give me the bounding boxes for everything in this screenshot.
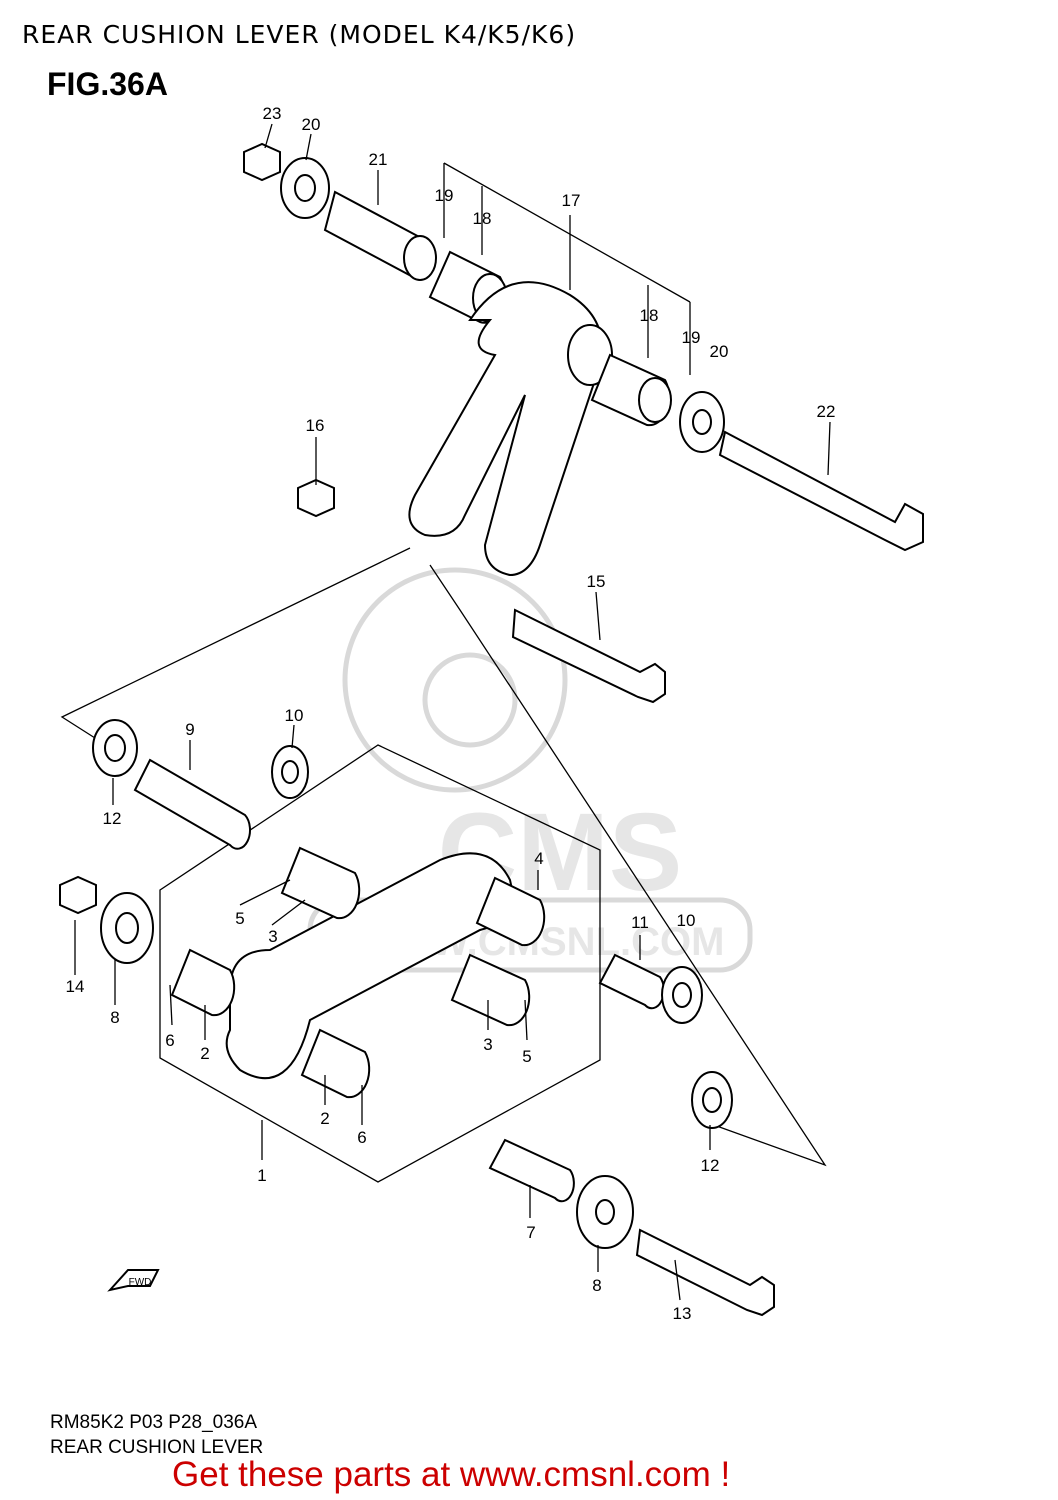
figure-label: FIG.36A: [47, 66, 168, 102]
forward-arrow-icon: FWD: [107, 1269, 160, 1292]
callout-4: 4: [534, 849, 543, 868]
callout-11: 11: [631, 913, 649, 932]
bolt-22: [718, 430, 924, 552]
promo-link[interactable]: Get these parts at www.cmsnl.com !: [172, 1455, 731, 1494]
callout-13: 13: [673, 1304, 692, 1323]
callout-10b: 10: [677, 911, 696, 930]
callout-17: 17: [562, 191, 581, 210]
nut-23: [243, 142, 281, 182]
callout-14: 14: [66, 977, 85, 996]
callout-10: 10: [285, 706, 304, 725]
callout-3: 3: [268, 927, 277, 946]
bearing-2-right: [300, 1028, 371, 1099]
nut-16: [297, 478, 335, 518]
callout-9: 9: [185, 720, 194, 739]
cushion-lever-17: [408, 281, 603, 577]
diagram-code: RM85K2 P03 P28_036A: [50, 1412, 258, 1433]
callout-20b: 20: [710, 342, 729, 361]
callout-19b: 19: [682, 328, 701, 347]
bolt-13: [635, 1228, 775, 1317]
callout-8: 8: [110, 1008, 119, 1027]
bolt-15: [511, 608, 666, 704]
callout-5b: 5: [522, 1047, 531, 1066]
callout-8b: 8: [592, 1276, 601, 1295]
callout-22: 22: [817, 402, 836, 421]
bearing-4: [475, 876, 546, 947]
callout-6: 6: [165, 1031, 174, 1050]
collar-7: [488, 1138, 575, 1203]
callout-1: 1: [257, 1166, 266, 1185]
callout-2: 2: [200, 1044, 209, 1063]
callout-3b: 3: [483, 1035, 492, 1054]
callout-labels: 23 20 21 19 18 17 18 19 20 22 16 15 10 9…: [66, 104, 836, 1323]
callout-16: 16: [306, 416, 325, 435]
callout-6b: 6: [357, 1128, 366, 1147]
nut-14: [59, 875, 97, 915]
diagram-name: REAR CUSHION LEVER: [50, 1437, 264, 1458]
callout-7: 7: [526, 1223, 535, 1242]
cushion-rod-parts: [59, 719, 775, 1317]
callout-21: 21: [369, 150, 388, 169]
callout-5: 5: [235, 909, 244, 928]
assembly-guides: [60, 162, 827, 1183]
callout-12: 12: [103, 809, 122, 828]
page-title: REAR CUSHION LEVER (MODEL K4/K5/K6): [22, 20, 577, 49]
bearing-3-left: [280, 846, 361, 920]
bearing-3-right: [450, 953, 531, 1027]
callout-20: 20: [302, 115, 321, 134]
callout-19: 19: [435, 186, 454, 205]
callout-18b: 18: [640, 306, 659, 325]
callout-23: 23: [263, 104, 282, 123]
fwd-label: FWD: [129, 1277, 152, 1288]
collar-11: [598, 953, 665, 1010]
bearing-2-left: [170, 948, 236, 1017]
callout-12b: 12: [701, 1156, 720, 1175]
callout-15: 15: [587, 572, 606, 591]
callout-2b: 2: [320, 1109, 329, 1128]
leader-lines: [74, 123, 831, 1301]
upper-pivot-parts: [243, 142, 924, 704]
collar-9: [133, 758, 251, 850]
callout-18: 18: [473, 209, 492, 228]
